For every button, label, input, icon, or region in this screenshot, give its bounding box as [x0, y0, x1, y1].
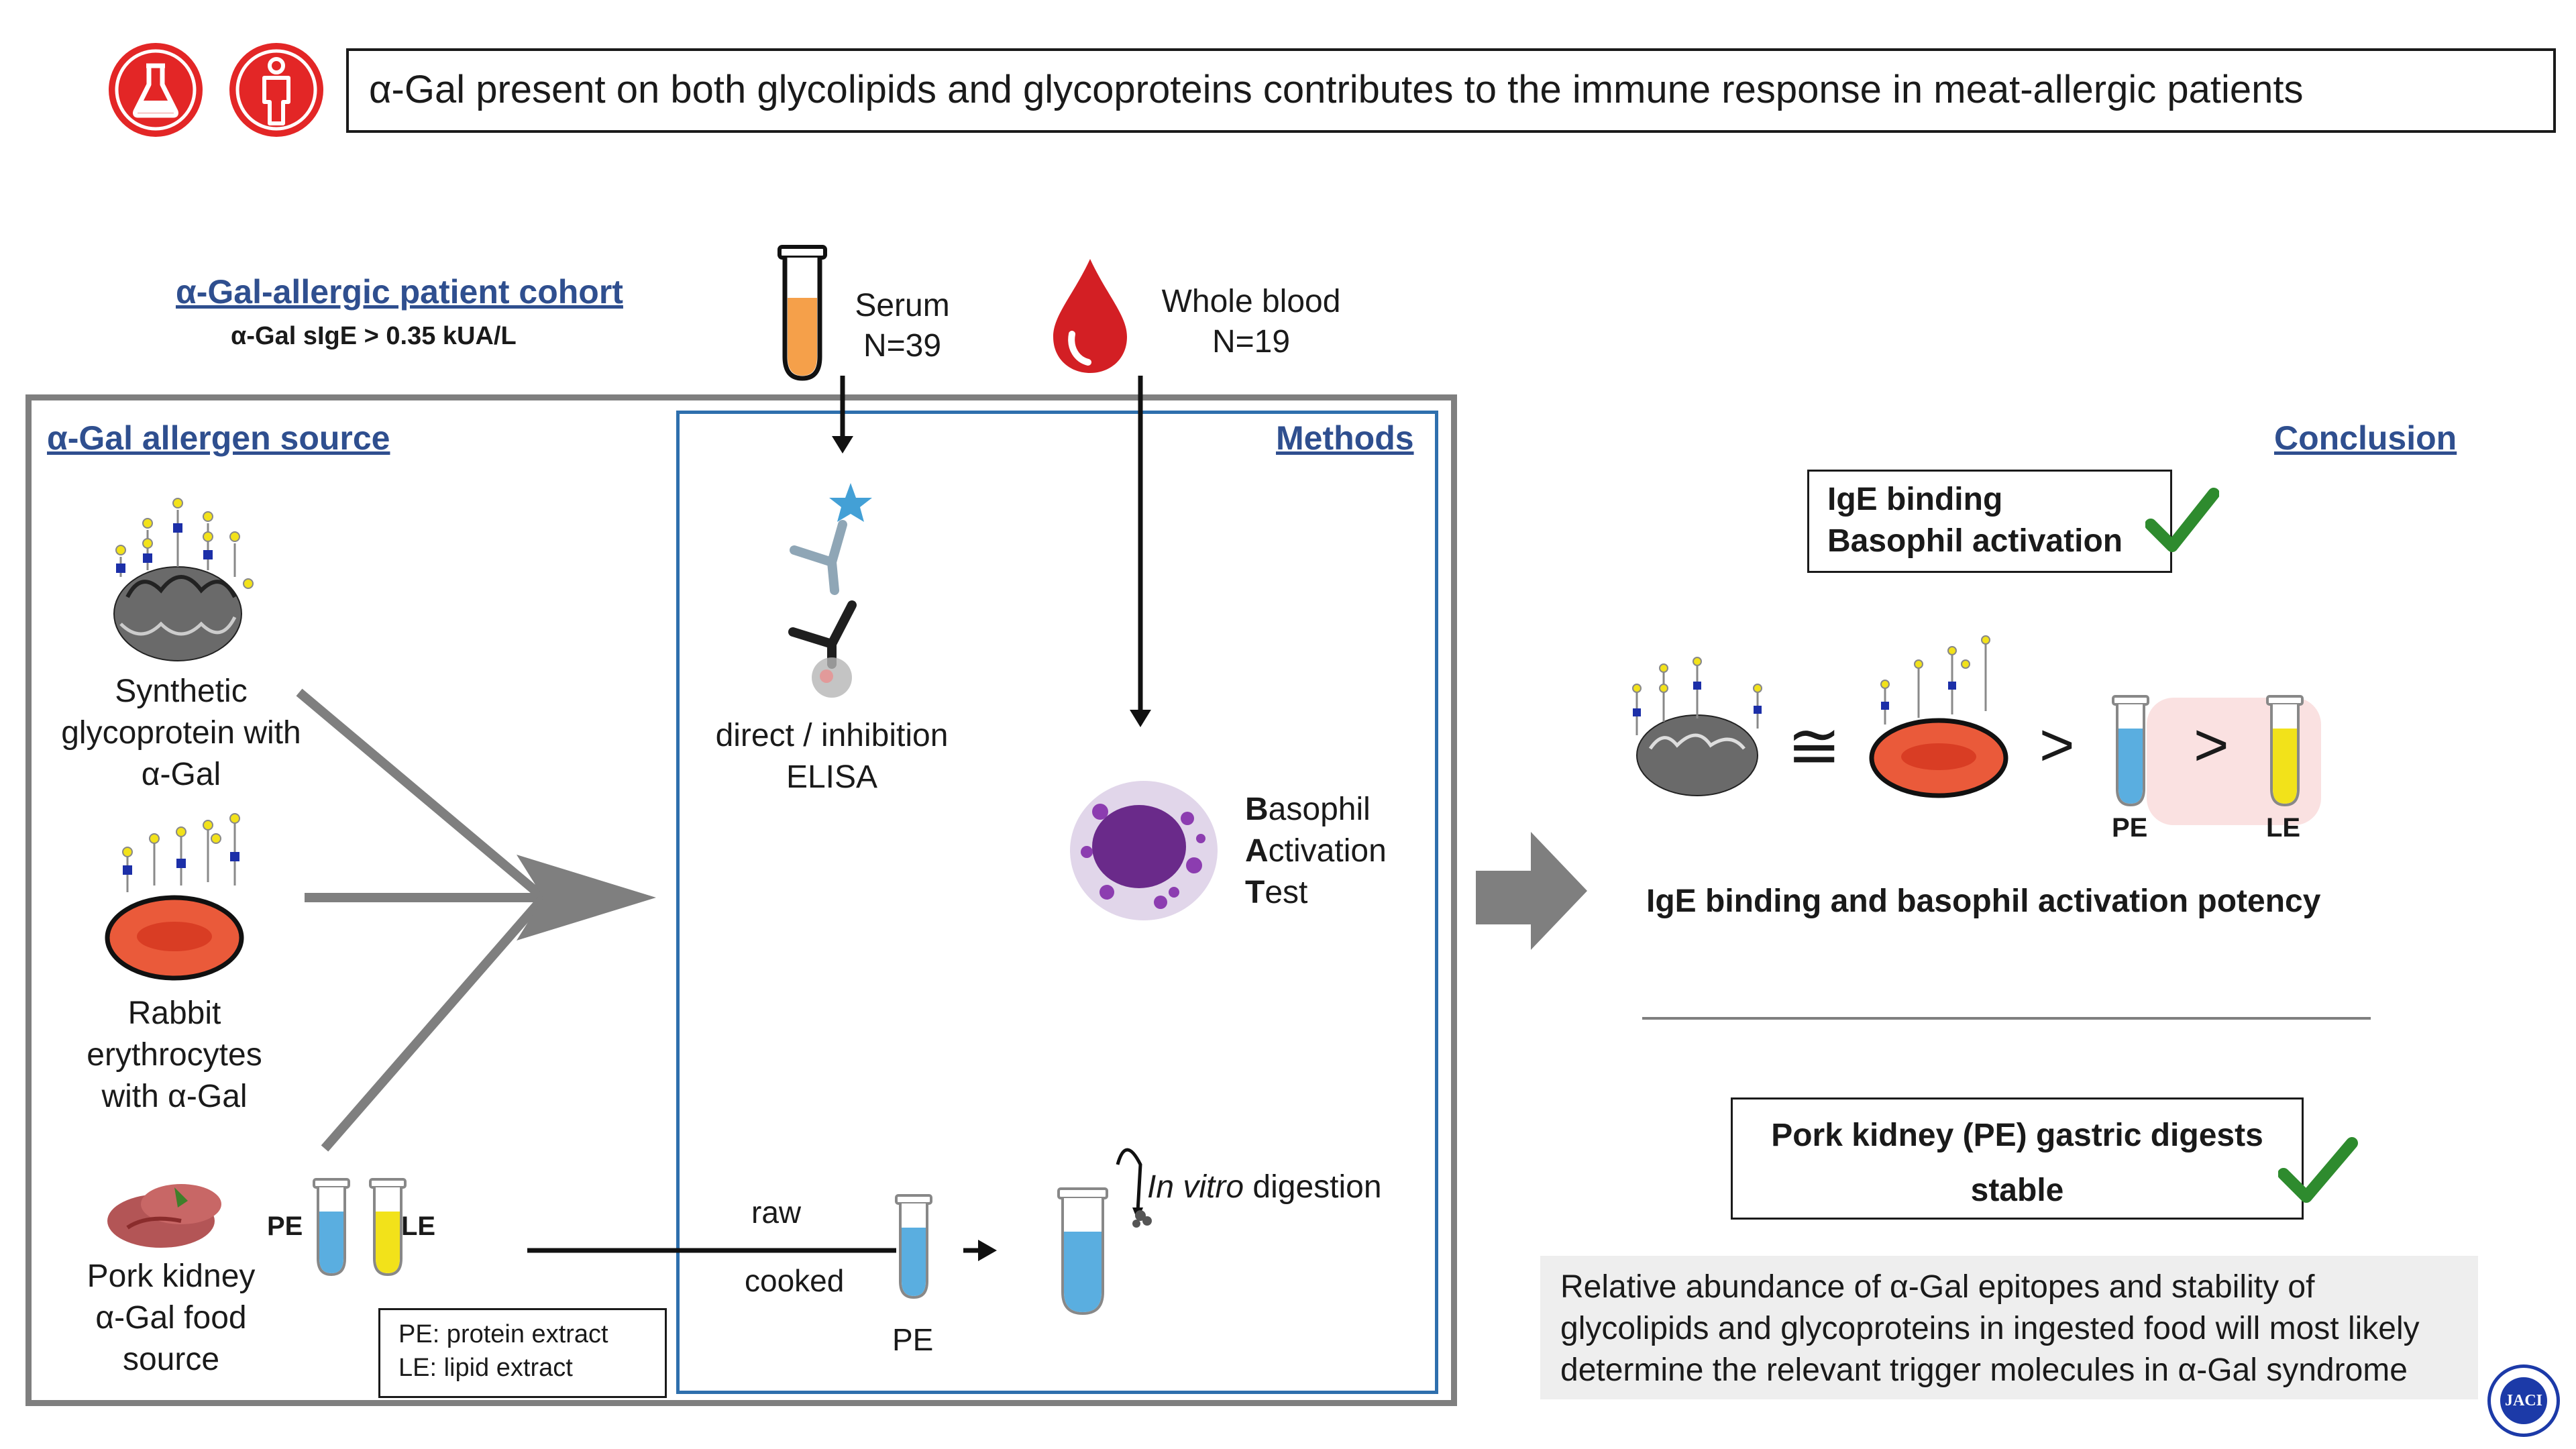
le-tube-conclusion-icon	[2266, 695, 2304, 807]
cohort-title: α-Gal-allergic patient cohort	[176, 273, 623, 311]
le-tube-left-icon	[369, 1178, 407, 1277]
digestion-label: In vitro digestion	[1147, 1169, 1382, 1205]
source-panel-title: α-Gal allergen source	[47, 419, 390, 457]
conclusion-box-1	[1807, 470, 2172, 573]
basophil-icon	[1070, 781, 1218, 920]
checkmark-icon	[2145, 488, 2219, 552]
extract-legend	[378, 1308, 667, 1398]
erythrocyte-small-icon	[1869, 635, 2008, 798]
summary-panel	[1540, 1256, 2478, 1399]
jaci-logo-text: JACI	[2504, 1392, 2542, 1409]
glycoprotein-icon	[113, 498, 254, 661]
summary-text: Relative abundance of α-Gal epitopes and…	[1560, 1269, 2420, 1388]
pe-label-conclusion: PE	[2112, 813, 2148, 843]
pe-label-methods: PE	[892, 1322, 934, 1357]
cohort-subtitle: α-Gal sIgE > 0.35 kUA/L	[231, 322, 517, 350]
le-label-left: LE	[401, 1212, 436, 1241]
divider	[1642, 1017, 2371, 1020]
methods-panel	[676, 411, 1438, 1394]
op-approx: ≅	[1787, 710, 1841, 782]
potency-caption: IgE binding and basophil activation pote…	[1646, 883, 2321, 919]
checkmark-2-icon	[2278, 1137, 2358, 1203]
raw-label: raw	[751, 1195, 802, 1230]
le-label-conclusion: LE	[2266, 813, 2301, 843]
title-box	[346, 48, 2556, 133]
pe-tube-left-icon	[313, 1178, 350, 1277]
conclusion-title: Conclusion	[2274, 419, 2457, 457]
source-panel	[25, 394, 1457, 1406]
pork-kidney-icon	[107, 1184, 221, 1248]
cooked-label: cooked	[745, 1263, 845, 1298]
blood-drop-icon	[1053, 259, 1127, 373]
page-title: α-Gal present on both glycolipids and gl…	[369, 68, 2304, 111]
flask-icon	[106, 40, 205, 140]
pe-tube-methods-icon	[895, 1194, 932, 1299]
person-icon	[227, 40, 326, 140]
conclusion-box-2	[1731, 1097, 2304, 1220]
pe-label-left: PE	[267, 1212, 303, 1241]
erythrocyte-icon	[105, 813, 244, 981]
op-greater-1: >	[2039, 712, 2075, 779]
antibody-icon	[788, 483, 872, 698]
pe-tube-conclusion-icon	[2112, 695, 2149, 807]
digestion-tube-icon	[1057, 1148, 1152, 1316]
methods-title: Methods	[1276, 419, 1414, 457]
jaci-logo: JACI	[2487, 1364, 2560, 1437]
glycoprotein-small-icon	[1632, 657, 1762, 796]
serum-tube-icon	[777, 245, 827, 381]
op-greater-2: >	[2194, 712, 2229, 779]
bat-label: Basophil Activation Test	[1245, 792, 1387, 910]
